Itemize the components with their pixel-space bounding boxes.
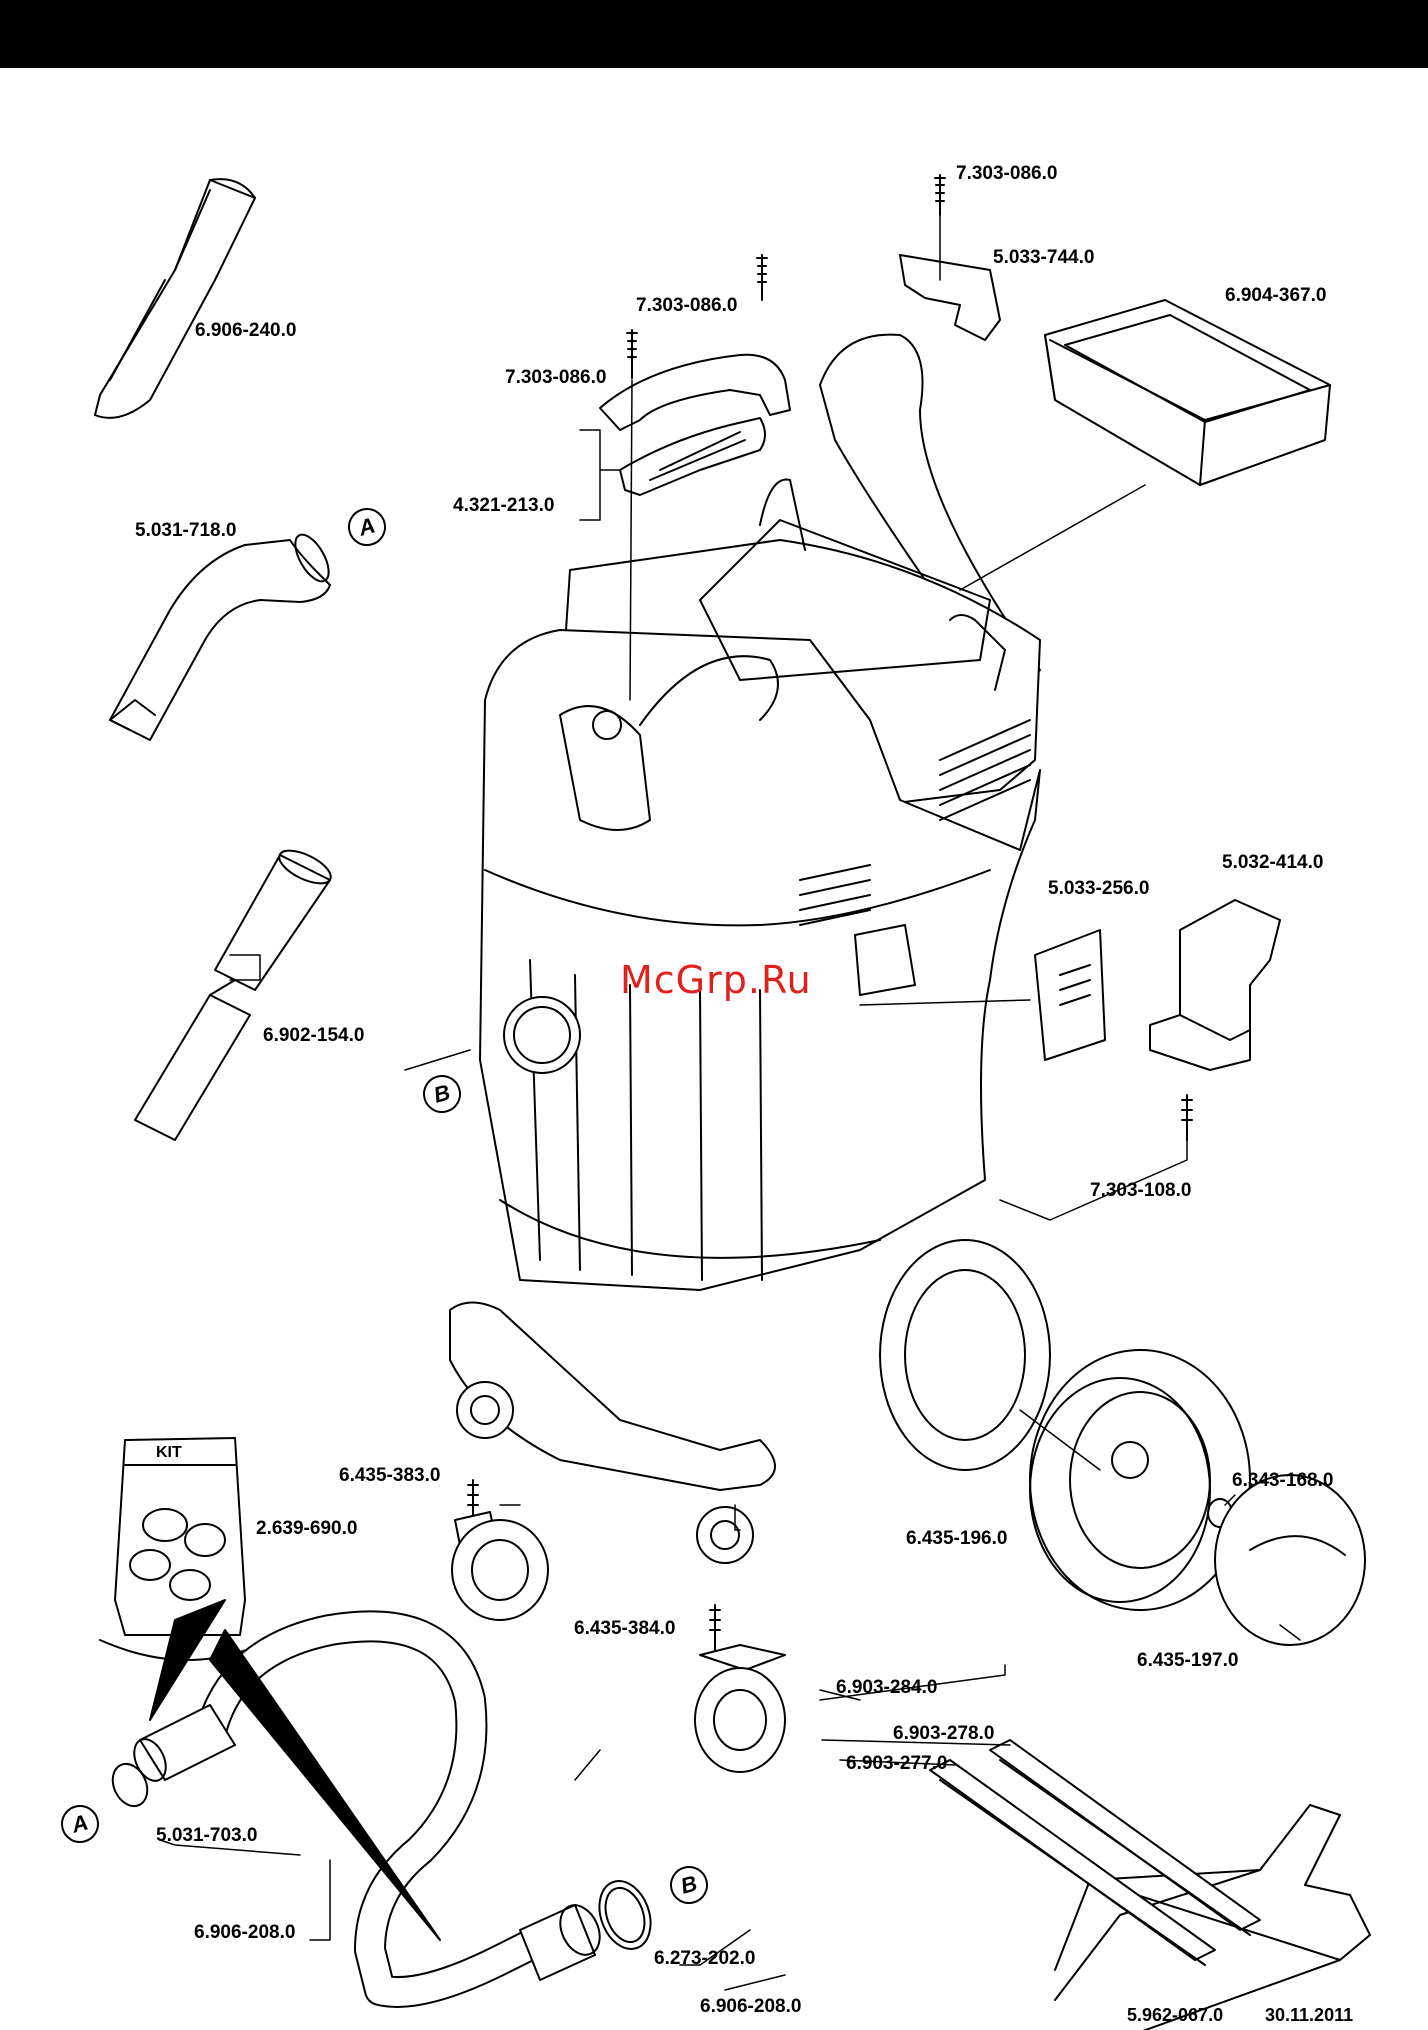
screws-drawing — [626, 174, 946, 379]
castor-rear-drawing — [694, 1604, 786, 1773]
brush-strips-drawing — [929, 1739, 1261, 1966]
chassis-drawing — [449, 1301, 776, 1564]
label-holder: 5.032-414.0 — [1222, 852, 1324, 873]
label-hose-set: 6.906-208.0 — [700, 1996, 802, 2017]
label-elbow: 5.031-718.0 — [135, 520, 237, 541]
handle-drawing — [599, 353, 791, 496]
label-floor-nozzle: 6.903-284.0 — [836, 1677, 938, 1698]
crevice-nozzle-drawing — [94, 178, 256, 419]
label-hubcap: 6.435-197.0 — [1137, 1650, 1239, 1671]
kit-bag-drawing — [99, 1437, 271, 1661]
label-cover-small: 5.033-256.0 — [1048, 878, 1150, 899]
hose-ring-drawing — [598, 1880, 652, 1950]
kit-arrow-right — [209, 1629, 441, 1941]
holder-drawing — [1149, 899, 1281, 1071]
label-strip-1: 6.903-278.0 — [893, 1723, 995, 1744]
castor-front-drawing — [451, 1479, 549, 1621]
leader-lines — [159, 214, 1301, 1991]
label-crevice-nozzle: 6.906-240.0 — [195, 320, 297, 341]
label-screw-holder: 7.303-108.0 — [1090, 1180, 1192, 1201]
label-kit-part: 2.639-690.0 — [256, 1518, 358, 1539]
kit-label: KIT — [156, 1444, 182, 1461]
holder-screw-drawing — [1181, 1094, 1193, 1141]
label-hose-ring: 6.273-202.0 — [654, 1948, 756, 1969]
label-screw-mid: 7.303-086.0 — [636, 295, 738, 316]
kit-arrow-left — [149, 1599, 226, 1721]
elbow-drawing — [109, 533, 331, 741]
bracket-drawing — [899, 254, 1001, 341]
footer-doc-number: 5.962-067.0 — [1127, 2005, 1224, 2025]
label-screw-top: 7.303-086.0 — [956, 163, 1058, 184]
label-strip-2: 6.903-277.0 — [846, 1753, 948, 1774]
tubes-drawing — [134, 849, 332, 1141]
label-hose-clip: 5.031-703.0 — [156, 1825, 258, 1846]
wheel-drawing — [1029, 1349, 1251, 1611]
small-cover-drawing — [1034, 929, 1106, 1061]
label-handle: 4.321-213.0 — [453, 495, 555, 516]
hose-clip-drawing — [111, 1762, 149, 1808]
footer-date: 30.11.2011 — [1265, 2005, 1354, 2025]
label-wheel-clip: 6.343-168.0 — [1232, 1470, 1334, 1491]
rear-wheel-drawing — [879, 1239, 1051, 1471]
label-castor-front: 6.435-383.0 — [339, 1465, 441, 1486]
floor-nozzle-drawing — [1054, 1804, 1371, 2030]
label-filter: 6.904-367.0 — [1225, 285, 1327, 306]
vacuum-body-drawing — [479, 333, 1041, 1291]
label-screw-left: 7.303-086.0 — [505, 367, 607, 388]
hose-drawing — [133, 1610, 601, 2008]
label-wheel: 6.435-196.0 — [906, 1528, 1008, 1549]
label-hose: 6.906-208.0 — [194, 1922, 296, 1943]
label-castor-rear: 6.435-384.0 — [574, 1618, 676, 1639]
header-bar — [0, 0, 1428, 68]
watermark: McGrp.Ru — [620, 958, 812, 1002]
hubcap-drawing — [1214, 1474, 1366, 1646]
filter-drawing — [1044, 299, 1331, 486]
label-tubes: 6.902-154.0 — [263, 1025, 365, 1046]
label-bracket: 5.033-744.0 — [993, 247, 1095, 268]
